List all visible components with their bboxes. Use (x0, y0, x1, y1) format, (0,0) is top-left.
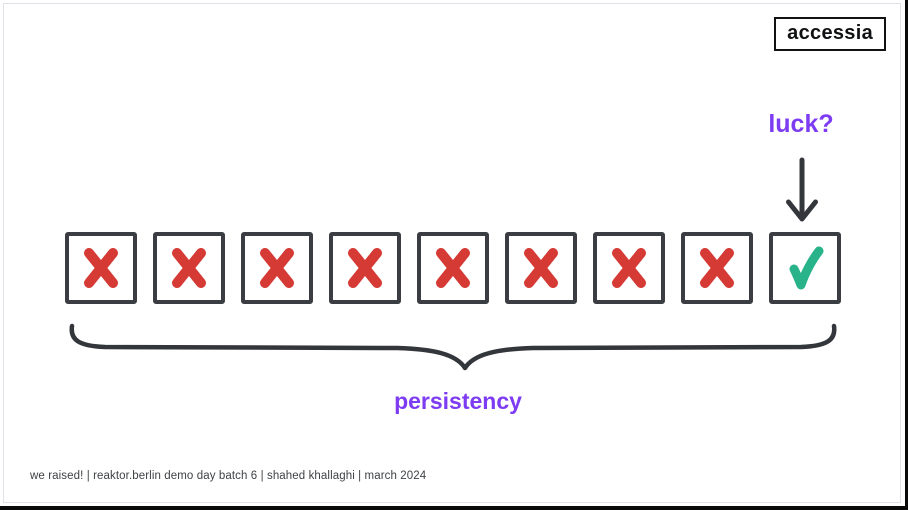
persistency-label: persistency (394, 388, 522, 414)
curly-brace (69, 323, 837, 371)
x-mark-icon (524, 248, 558, 288)
attempt-box-fail (153, 232, 225, 304)
x-mark-icon (172, 248, 206, 288)
logo-text: accessia (787, 22, 873, 44)
check-mark-icon (789, 246, 824, 290)
down-arrow-icon (786, 157, 818, 222)
attempt-box-fail (329, 232, 401, 304)
x-mark-icon (84, 248, 118, 288)
attempt-box-fail (65, 232, 137, 304)
x-mark-icon (348, 248, 382, 288)
logo-accessia: accessia (774, 17, 886, 51)
x-mark-icon (700, 248, 734, 288)
attempt-box-fail (417, 232, 489, 304)
attempt-box-success (769, 232, 841, 304)
x-mark-icon (260, 248, 294, 288)
attempt-boxes-row (65, 232, 841, 304)
attempt-box-fail (681, 232, 753, 304)
x-mark-icon (436, 248, 470, 288)
attempt-box-fail (505, 232, 577, 304)
attempt-box-fail (593, 232, 665, 304)
slide-footer: we raised! | reaktor.berlin demo day bat… (30, 470, 427, 482)
luck-label: luck? (768, 110, 834, 138)
x-mark-icon (612, 248, 646, 288)
attempt-box-fail (241, 232, 313, 304)
